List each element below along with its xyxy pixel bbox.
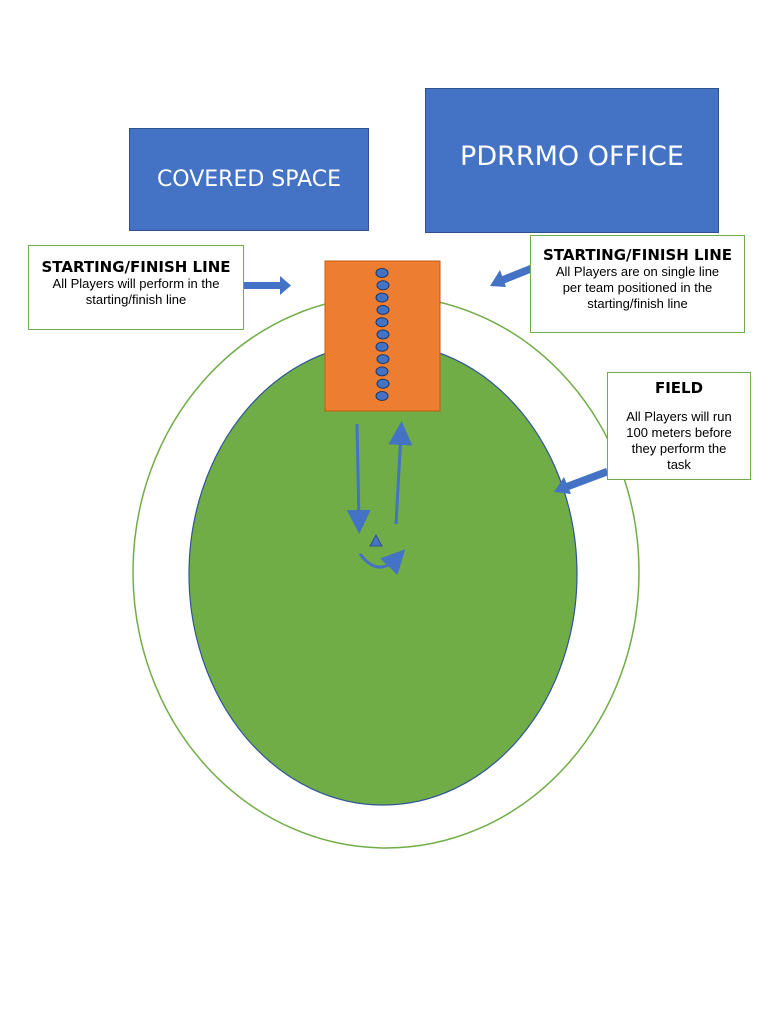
left-start-finish-callout: STARTING/FINISH LINE All Players will pe… xyxy=(28,245,244,330)
covered-space-box: COVERED SPACE xyxy=(129,128,369,231)
covered-space-label: COVERED SPACE xyxy=(156,167,342,192)
run-out-arrow xyxy=(346,423,371,534)
pdrrmo-office-label: PDRRMO OFFICE xyxy=(460,141,684,172)
player-marker xyxy=(375,391,389,401)
turnaround-arrow xyxy=(358,549,406,575)
player-marker xyxy=(376,329,390,340)
player-line xyxy=(375,268,390,401)
player-marker xyxy=(376,354,390,365)
field-callout-heading: FIELD xyxy=(654,379,704,397)
player-marker xyxy=(376,280,390,291)
player-marker xyxy=(375,292,389,303)
player-marker xyxy=(375,268,389,278)
player-marker xyxy=(375,317,389,328)
player-marker xyxy=(376,378,390,389)
player-marker xyxy=(375,341,389,352)
player-marker xyxy=(376,304,390,315)
right-callout-arrow-icon xyxy=(490,265,533,287)
run-back-arrow xyxy=(388,421,413,525)
field-area xyxy=(188,342,578,806)
pdrrmo-office-box: PDRRMO OFFICE xyxy=(425,88,719,233)
left-callout-body: All Players will perform in the starting… xyxy=(52,276,220,307)
left-callout-heading: STARTING/FINISH LINE xyxy=(41,258,231,276)
right-start-finish-callout: STARTING/FINISH LINE All Players are on … xyxy=(530,235,745,333)
field-callout: FIELD All Players will run 100 meters be… xyxy=(607,372,751,480)
right-callout-heading: STARTING/FINISH LINE xyxy=(543,246,732,264)
field-callout-body: All Players will run 100 meters before t… xyxy=(626,409,732,472)
field-callout-arrow-icon xyxy=(554,468,609,494)
player-marker xyxy=(375,366,389,377)
cone-marker xyxy=(369,533,383,547)
right-callout-body: All Players are on single line per team … xyxy=(555,264,720,311)
left-callout-arrow-icon xyxy=(244,276,291,295)
